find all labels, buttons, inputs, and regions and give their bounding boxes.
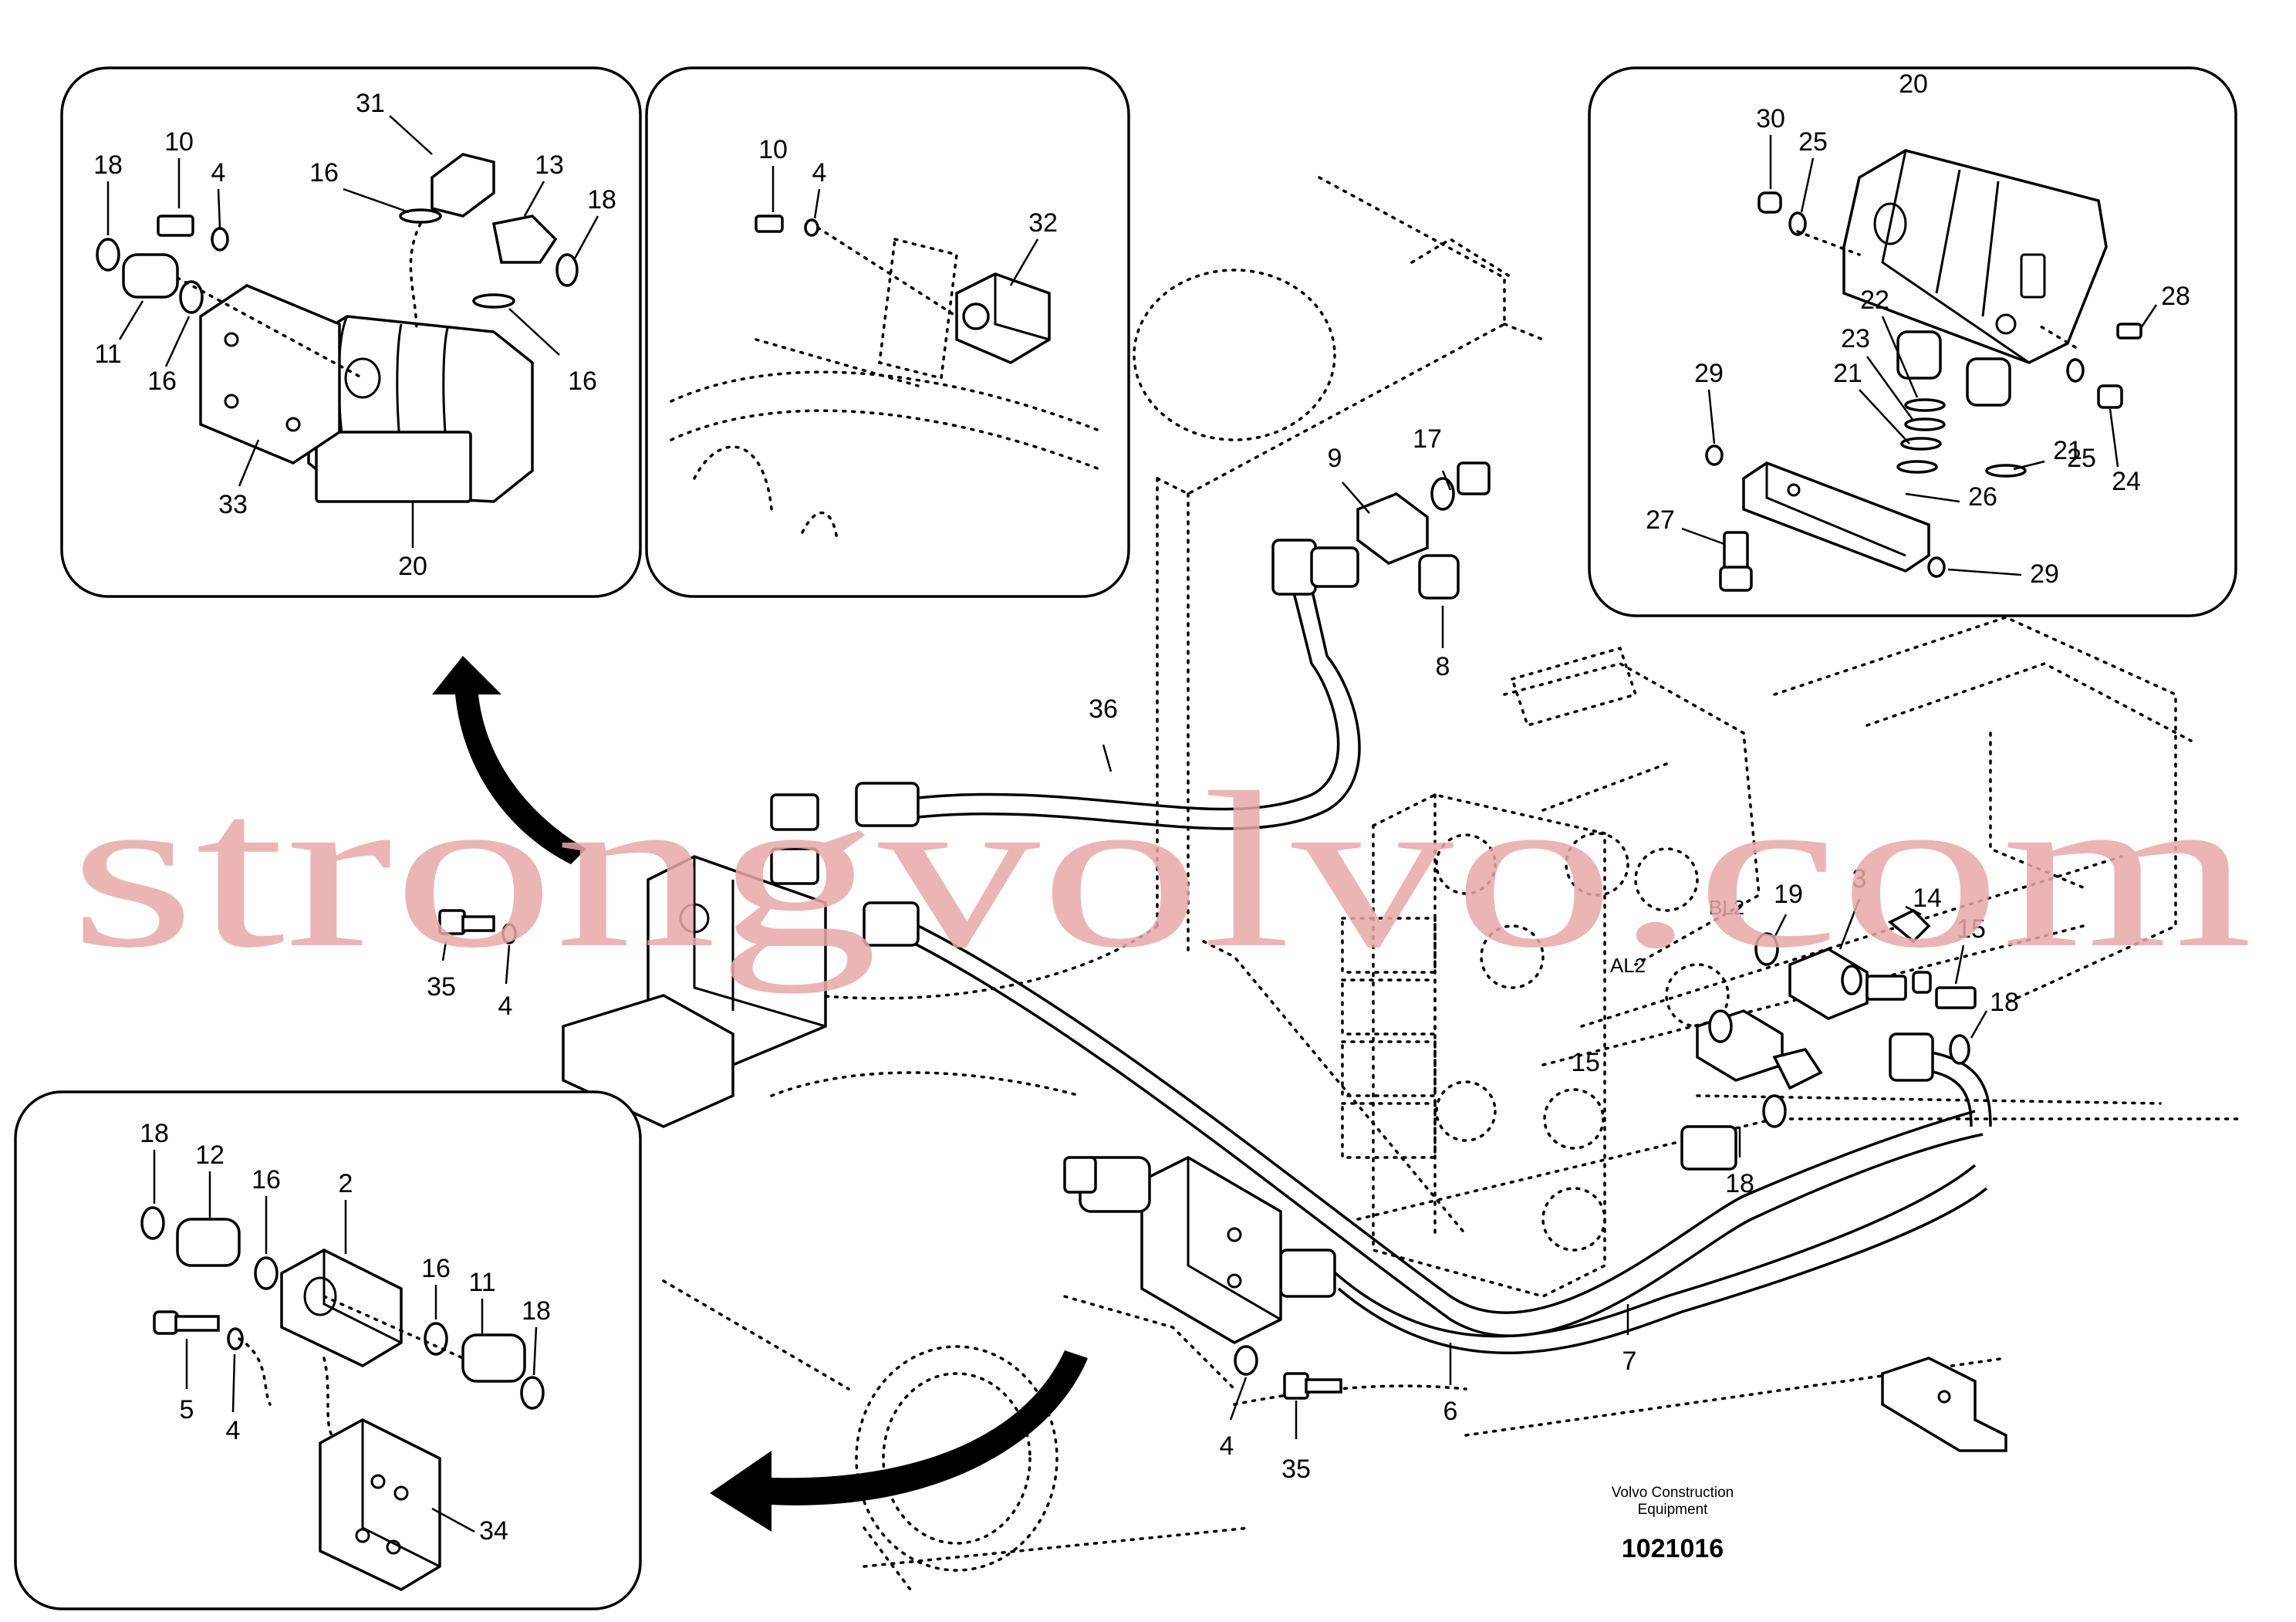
tr-callout-23: 23 [1841, 324, 1870, 353]
bl-callout-11: 11 [468, 1268, 495, 1297]
callout-17: 17 [1413, 424, 1442, 454]
arrow-to-bottom-left-inset [710, 1350, 1088, 1532]
main-callouts: 17 9 8 36 35 4 19 3 14 15 18 15 18 7 6 4… [427, 424, 2019, 1484]
tr-callout-29-right: 29 [2030, 559, 2059, 589]
callout-14: 14 [1913, 884, 1942, 913]
bl-callout-16-right: 16 [421, 1254, 451, 1283]
tr-callout-30: 30 [1756, 104, 1785, 133]
tee-fitting-9 [1310, 461, 1491, 600]
bl-callout-5: 5 [180, 1395, 194, 1424]
port-label-al2: AL2 [1610, 954, 1646, 977]
inset-bottom-left: 18 12 16 2 16 11 18 5 4 34 [14, 1090, 642, 1610]
tr-callout-29-left: 29 [1694, 359, 1724, 388]
tl-callout-18-right: 18 [587, 185, 616, 215]
callout-8: 8 [1436, 652, 1450, 681]
arrow-to-top-left-inset [432, 656, 586, 864]
hose-6-fitting [863, 901, 920, 947]
watermark-text: strongvolvo.com [69, 746, 2253, 994]
tl-callout-16-top: 16 [309, 158, 339, 188]
bracket-plate-lower [1063, 1156, 1342, 1400]
callout-36: 36 [1089, 694, 1118, 724]
tr-callout-27: 27 [1646, 505, 1675, 535]
callout-4-upper: 4 [498, 992, 513, 1021]
tm-callout-10: 10 [758, 135, 788, 164]
footer-drawing-number: 1021016 [1622, 1534, 1724, 1563]
callout-18-right: 18 [1990, 988, 2019, 1017]
tr-callout-26: 26 [1968, 482, 1997, 512]
tr-callout-25-top: 25 [1798, 127, 1828, 157]
tm-callout-32: 32 [1028, 208, 1058, 238]
drawing-footer: Volvo Construction Equipment 1021016 [1612, 1485, 1734, 1563]
washer-4-lower [1234, 1345, 1258, 1376]
tl-callout-13: 13 [535, 150, 564, 180]
bl-callout-18-right: 18 [522, 1296, 551, 1326]
tr-callout-25-right: 25 [2067, 444, 2096, 473]
tl-callout-16-left: 16 [147, 367, 177, 396]
callout-6: 6 [1443, 1397, 1458, 1426]
bl-callout-2: 2 [339, 1169, 353, 1198]
bl-callout-18-left: 18 [140, 1119, 169, 1148]
tr-callout-21-right: 21 [2053, 436, 2082, 465]
flange-fittings-right [1696, 908, 1977, 1128]
callout-4-lower: 4 [1220, 1431, 1234, 1461]
adapter-fitting [770, 847, 819, 885]
callout-7: 7 [1622, 1347, 1637, 1376]
tl-callout-16-right: 16 [568, 367, 597, 396]
callout-15: 15 [1957, 914, 1986, 944]
bl-callout-34: 34 [479, 1516, 508, 1546]
footer-company-line1: Volvo Construction [1612, 1485, 1734, 1501]
hose-7-valve-fitting [1680, 1125, 1737, 1171]
callout-15-center: 15 [1571, 1048, 1600, 1077]
port-label-bl2: BL2 [1709, 896, 1744, 919]
bolt-35-upper [438, 909, 517, 944]
callout-35-upper: 35 [427, 972, 456, 1002]
inset-top-middle: 10 4 32 [645, 66, 1130, 598]
tl-callout-20: 20 [398, 552, 427, 581]
tl-callout-10: 10 [164, 127, 194, 157]
tm-callout-4: 4 [812, 158, 827, 188]
tl-callout-31: 31 [356, 89, 385, 118]
hose-7 [1279, 1125, 1988, 1354]
tl-callout-11: 11 [94, 340, 121, 369]
callout-9: 9 [1328, 444, 1342, 473]
tr-callout-24: 24 [2112, 467, 2141, 496]
callout-3: 3 [1852, 864, 1867, 894]
hose-36 [855, 539, 1361, 830]
callout-19: 19 [1774, 880, 1803, 909]
bl-callout-4: 4 [226, 1416, 241, 1445]
tr-callout-20: 20 [1899, 69, 1928, 99]
bl-callout-12: 12 [195, 1140, 225, 1170]
hose-36-fitting [855, 782, 920, 827]
hose-36-upper-fitting [1271, 539, 1317, 596]
tr-callout-21-left: 21 [1833, 359, 1862, 388]
inset-top-right: 20 30 25 28 22 23 29 21 21 25 24 26 27 2… [1588, 66, 2237, 617]
bl-callout-16-left: 16 [252, 1165, 281, 1195]
elbow-fitting [770, 793, 819, 831]
hose-7-fitting [1279, 1249, 1336, 1298]
tr-callout-28: 28 [2161, 282, 2190, 311]
footer-company-line2: Equipment [1638, 1502, 1709, 1518]
hose-elbow-fitting [1889, 1032, 1934, 1082]
callout-18-lower: 18 [1725, 1169, 1754, 1198]
hose-connector-line [1889, 1032, 1992, 1127]
tr-callout-22: 22 [1860, 286, 1889, 315]
small-bracket-bottom-right [1881, 1357, 2007, 1452]
tl-callout-33: 33 [218, 490, 248, 519]
inset-top-left: 31 10 4 13 18 16 18 11 16 16 33 20 [60, 66, 642, 598]
callout-35-lower: 35 [1281, 1455, 1311, 1484]
tl-callout-4: 4 [211, 158, 226, 188]
bolt-35-lower [1283, 1372, 1309, 1400]
tl-callout-18-left: 18 [93, 150, 123, 180]
